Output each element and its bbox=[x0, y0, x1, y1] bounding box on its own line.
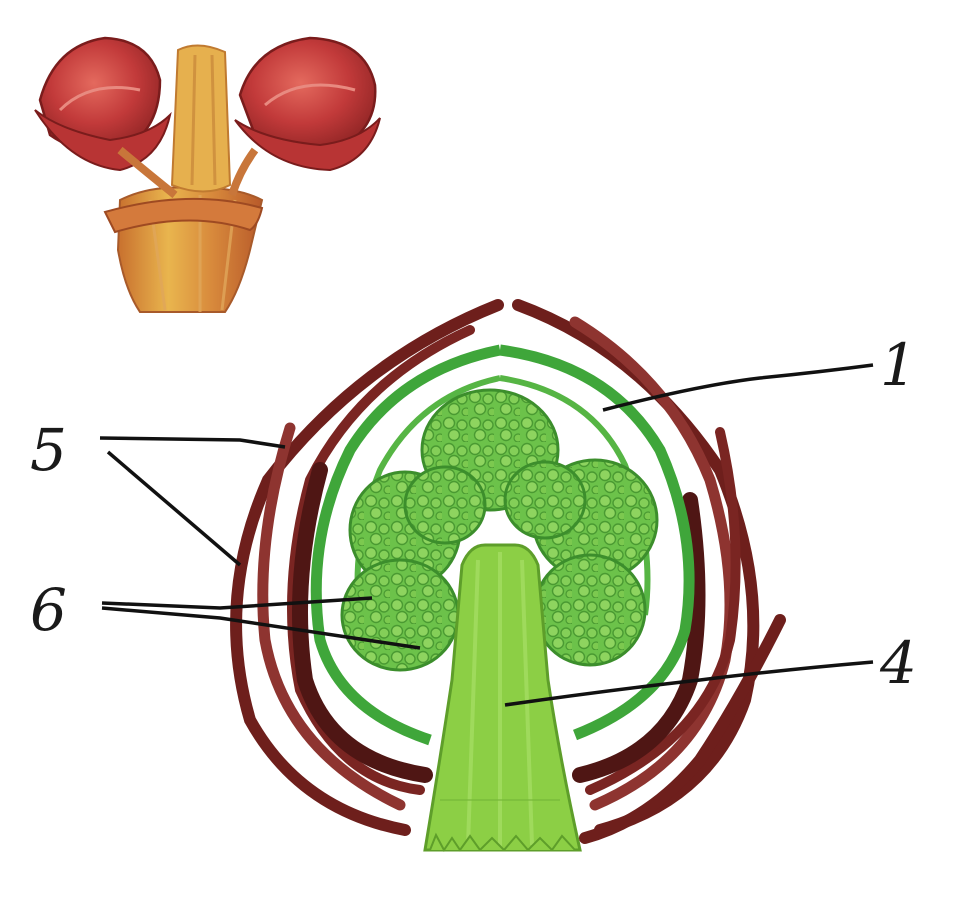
callout-6: 6 bbox=[30, 576, 67, 644]
callout-5: 5 bbox=[30, 416, 67, 484]
external-bud-illustration bbox=[35, 38, 380, 312]
central-shoot bbox=[172, 45, 230, 191]
left-lateral-bud bbox=[35, 38, 175, 195]
leader-5-upper bbox=[100, 438, 285, 447]
callout-1: 1 bbox=[880, 331, 917, 399]
right-lateral-bud bbox=[232, 38, 380, 195]
leader-5-lower bbox=[108, 452, 240, 565]
callout-4: 4 bbox=[879, 629, 917, 697]
